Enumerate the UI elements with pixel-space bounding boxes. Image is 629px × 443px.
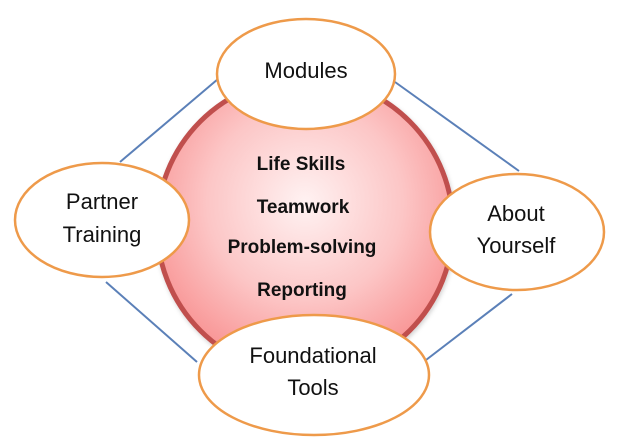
connector-modules-about (394, 81, 520, 172)
connector-partner-foundational (105, 281, 198, 363)
connector-partner-modules (119, 78, 219, 163)
center-item-teamwork: Teamwork (257, 197, 350, 218)
center-item-life-skills: Life Skills (257, 154, 346, 175)
node-modules-shape (215, 17, 397, 131)
connector-lines (105, 78, 520, 363)
node-foundational-tools-label-line2: Tools (287, 375, 338, 400)
center-circle: Life Skills Teamwork Problem-solving Rep… (154, 75, 456, 377)
node-about-yourself-label-line2: Yourself (477, 233, 557, 258)
connector-about-foundational (425, 293, 513, 361)
node-foundational-tools: Foundational Tools (197, 313, 431, 437)
node-partner-training-label-line1: Partner (66, 189, 138, 214)
node-partner-training-label-line2: Training (63, 222, 142, 247)
node-foundational-tools-label-line1: Foundational (249, 343, 376, 368)
node-modules: Modules (215, 17, 397, 131)
center-item-reporting: Reporting (257, 280, 347, 301)
node-about-yourself-label-line1: About (487, 201, 545, 226)
node-partner-training-shape (13, 161, 191, 279)
node-foundational-tools-shape (197, 313, 431, 437)
center-item-problem-solving: Problem-solving (228, 237, 377, 258)
node-partner-training: Partner Training (13, 161, 191, 279)
node-about-yourself: About Yourself (428, 172, 606, 292)
node-modules-label: Modules (264, 58, 347, 83)
node-about-yourself-shape (428, 172, 606, 292)
